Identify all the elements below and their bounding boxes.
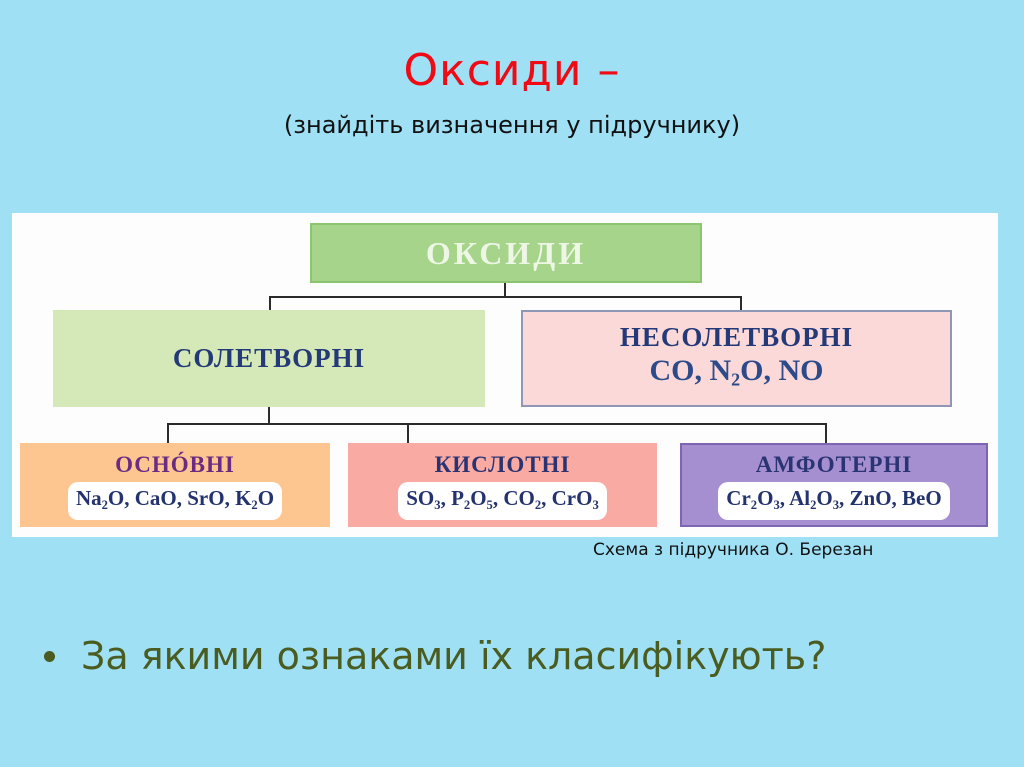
node-non-salt-forming: НЕСОЛЕТВОРНІ CO, N2O, NO xyxy=(521,310,952,407)
slide-subtitle: (знайдіть визначення у підручнику) xyxy=(283,111,741,139)
node-non-salt-forming-label: НЕСОЛЕТВОРНІ xyxy=(619,322,854,353)
slide-title: Оксиди – xyxy=(403,45,621,96)
connector-acidic-drop xyxy=(407,423,409,443)
node-amphoteric-label: АМФОТЕРНІ xyxy=(755,451,913,477)
node-oxides: ОКСИДИ xyxy=(310,223,702,283)
node-basic-label: ОСНÓВНІ xyxy=(115,451,235,477)
bullet-question: За якими ознаками їх класифікують? xyxy=(44,632,826,680)
node-salt-forming-label: СОЛЕТВОРНІ xyxy=(172,343,366,373)
connector-basic-drop xyxy=(167,423,169,443)
connector-salt-drop xyxy=(269,296,271,310)
node-amphoteric: АМФОТЕРНІ Cr2O3, Al2O3, ZnO, BeO xyxy=(680,443,988,527)
node-oxides-label: ОКСИДИ xyxy=(425,234,587,271)
diagram-caption: Схема з підручника О. Березан xyxy=(593,540,874,560)
bullet-dot-icon xyxy=(44,650,55,662)
bullet-question-text: За якими ознаками їх класифікують? xyxy=(81,634,827,678)
node-acidic-examples: SO3, P2O5, CO2, CrO3 xyxy=(398,481,607,521)
node-amphoteric-examples: Cr2O3, Al2O3, ZnO, BeO xyxy=(718,481,950,521)
connector-salt-stem xyxy=(268,407,270,425)
node-basic-examples: Na2O, CaO, SrO, K2O xyxy=(67,481,283,521)
classification-diagram: ОКСИДИ СОЛЕТВОРНІ НЕСОЛЕТВОРНІ CO, N2O, … xyxy=(12,213,998,537)
connector-level1-bar xyxy=(269,296,742,298)
connector-amphoteric-drop xyxy=(825,423,827,443)
connector-root-stem xyxy=(504,283,506,297)
connector-nonsalt-drop xyxy=(740,296,742,310)
node-acidic: КИСЛОТНІ SO3, P2O5, CO2, CrO3 xyxy=(348,443,657,527)
node-acidic-label: КИСЛОТНІ xyxy=(434,451,571,477)
node-non-salt-forming-examples: CO, N2O, NO xyxy=(649,354,824,390)
node-salt-forming: СОЛЕТВОРНІ xyxy=(53,310,485,407)
connector-level2-bar xyxy=(167,423,827,425)
node-basic: ОСНÓВНІ Na2O, CaO, SrO, K2O xyxy=(20,443,330,527)
